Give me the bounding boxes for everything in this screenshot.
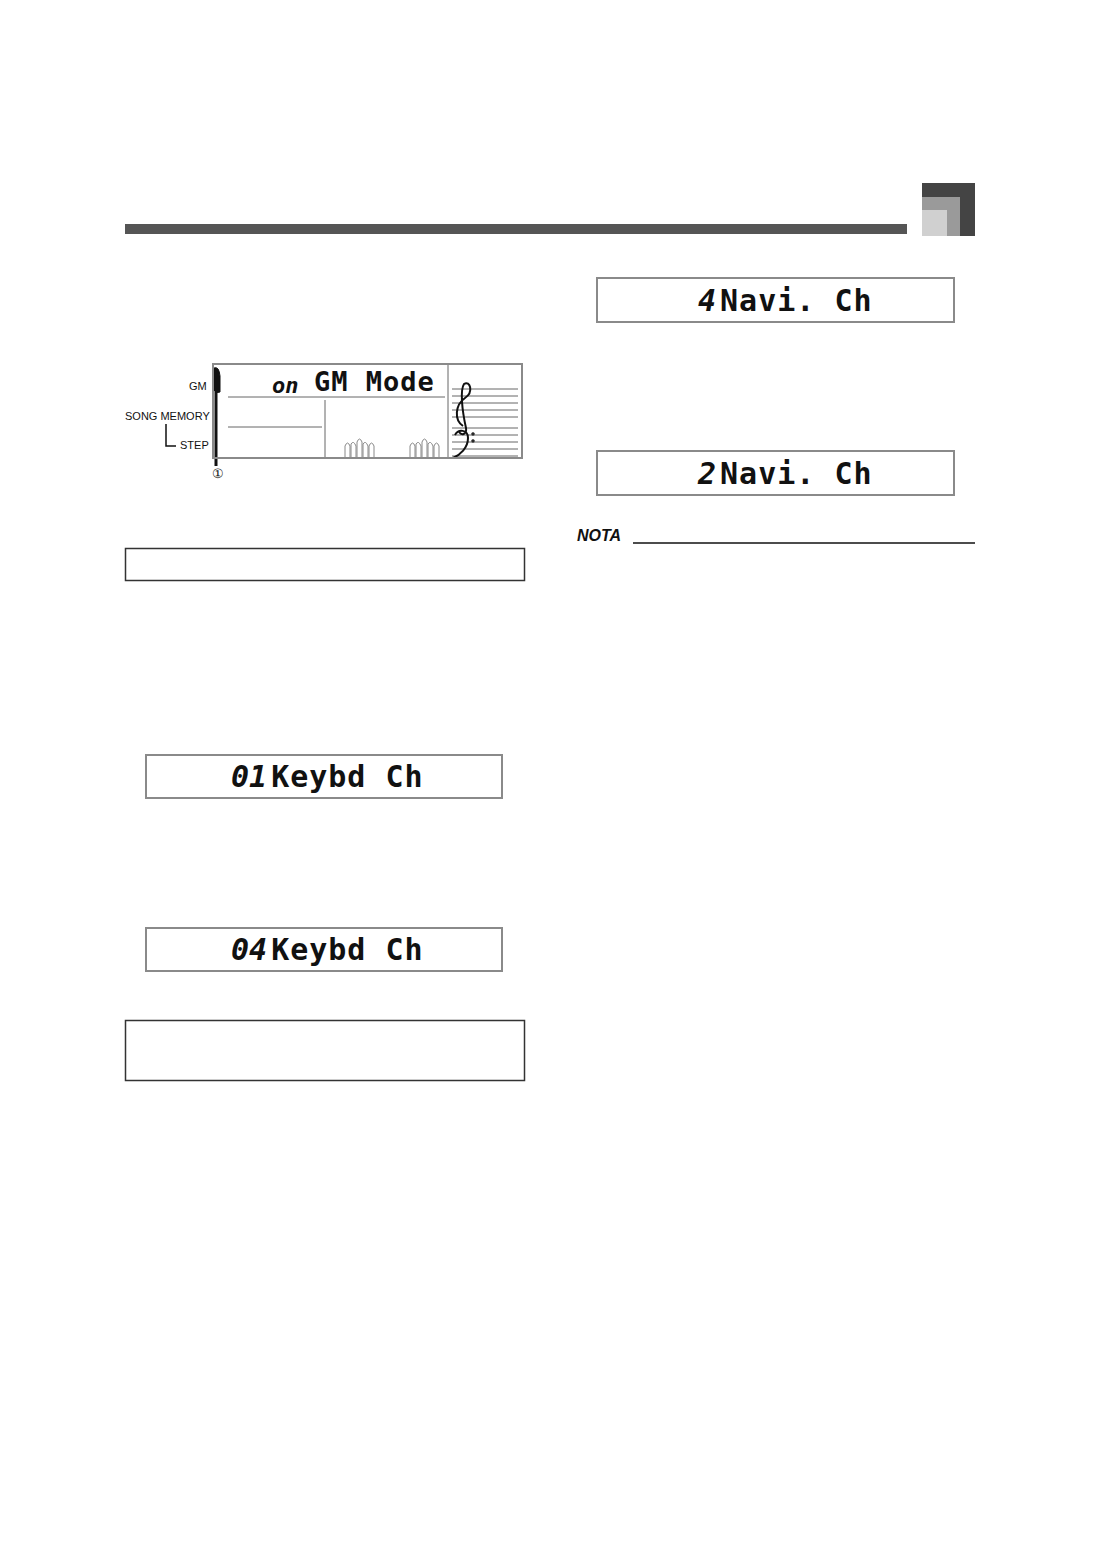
note-rule — [633, 542, 975, 544]
readout-text: Navi. Ch — [720, 283, 873, 318]
segment-digits: 01 — [231, 759, 267, 794]
segment-digits: 04 — [231, 932, 267, 967]
finger-stroke — [363, 442, 368, 458]
finger-stroke — [369, 443, 374, 458]
callout-number: ① — [212, 466, 224, 481]
note-heading: NOTA — [577, 527, 621, 545]
lcd-display: on GM Mode — [212, 363, 523, 459]
segment-digits: 4 — [698, 283, 716, 318]
readout-text: Keybd Ch — [271, 759, 424, 794]
lcd-illustration — [214, 365, 518, 466]
empty-box — [126, 1021, 525, 1081]
indicator-label: GM — [189, 380, 207, 392]
finger-stroke — [422, 439, 427, 458]
lcd-readout: 2Navi. Ch — [596, 450, 955, 496]
corner-mark — [922, 183, 975, 236]
header-bar — [125, 224, 907, 234]
finger-stroke — [345, 443, 350, 458]
status-text: on — [272, 373, 299, 398]
indicator-label: SONG MEMORY — [125, 410, 210, 422]
mode-text: GM Mode — [314, 366, 435, 397]
corner-mark — [922, 197, 960, 236]
finger-stroke — [351, 442, 356, 458]
lcd-readout: 04Keybd Ch — [145, 927, 503, 972]
finger-stroke — [434, 443, 439, 458]
finger-stroke — [428, 442, 433, 458]
indicator-label: STEP — [180, 439, 209, 451]
finger-stroke — [410, 443, 415, 458]
bracket — [166, 424, 176, 446]
segment-digits: 2 — [698, 456, 716, 491]
readout-text: Navi. Ch — [720, 456, 873, 491]
finger-stroke — [416, 442, 421, 458]
lcd-readout: 01Keybd Ch — [145, 754, 503, 799]
lcd-readout: 4Navi. Ch — [596, 277, 955, 323]
empty-box — [126, 549, 525, 581]
readout-text: Keybd Ch — [271, 932, 424, 967]
corner-mark — [922, 210, 947, 236]
finger-stroke — [357, 439, 362, 458]
